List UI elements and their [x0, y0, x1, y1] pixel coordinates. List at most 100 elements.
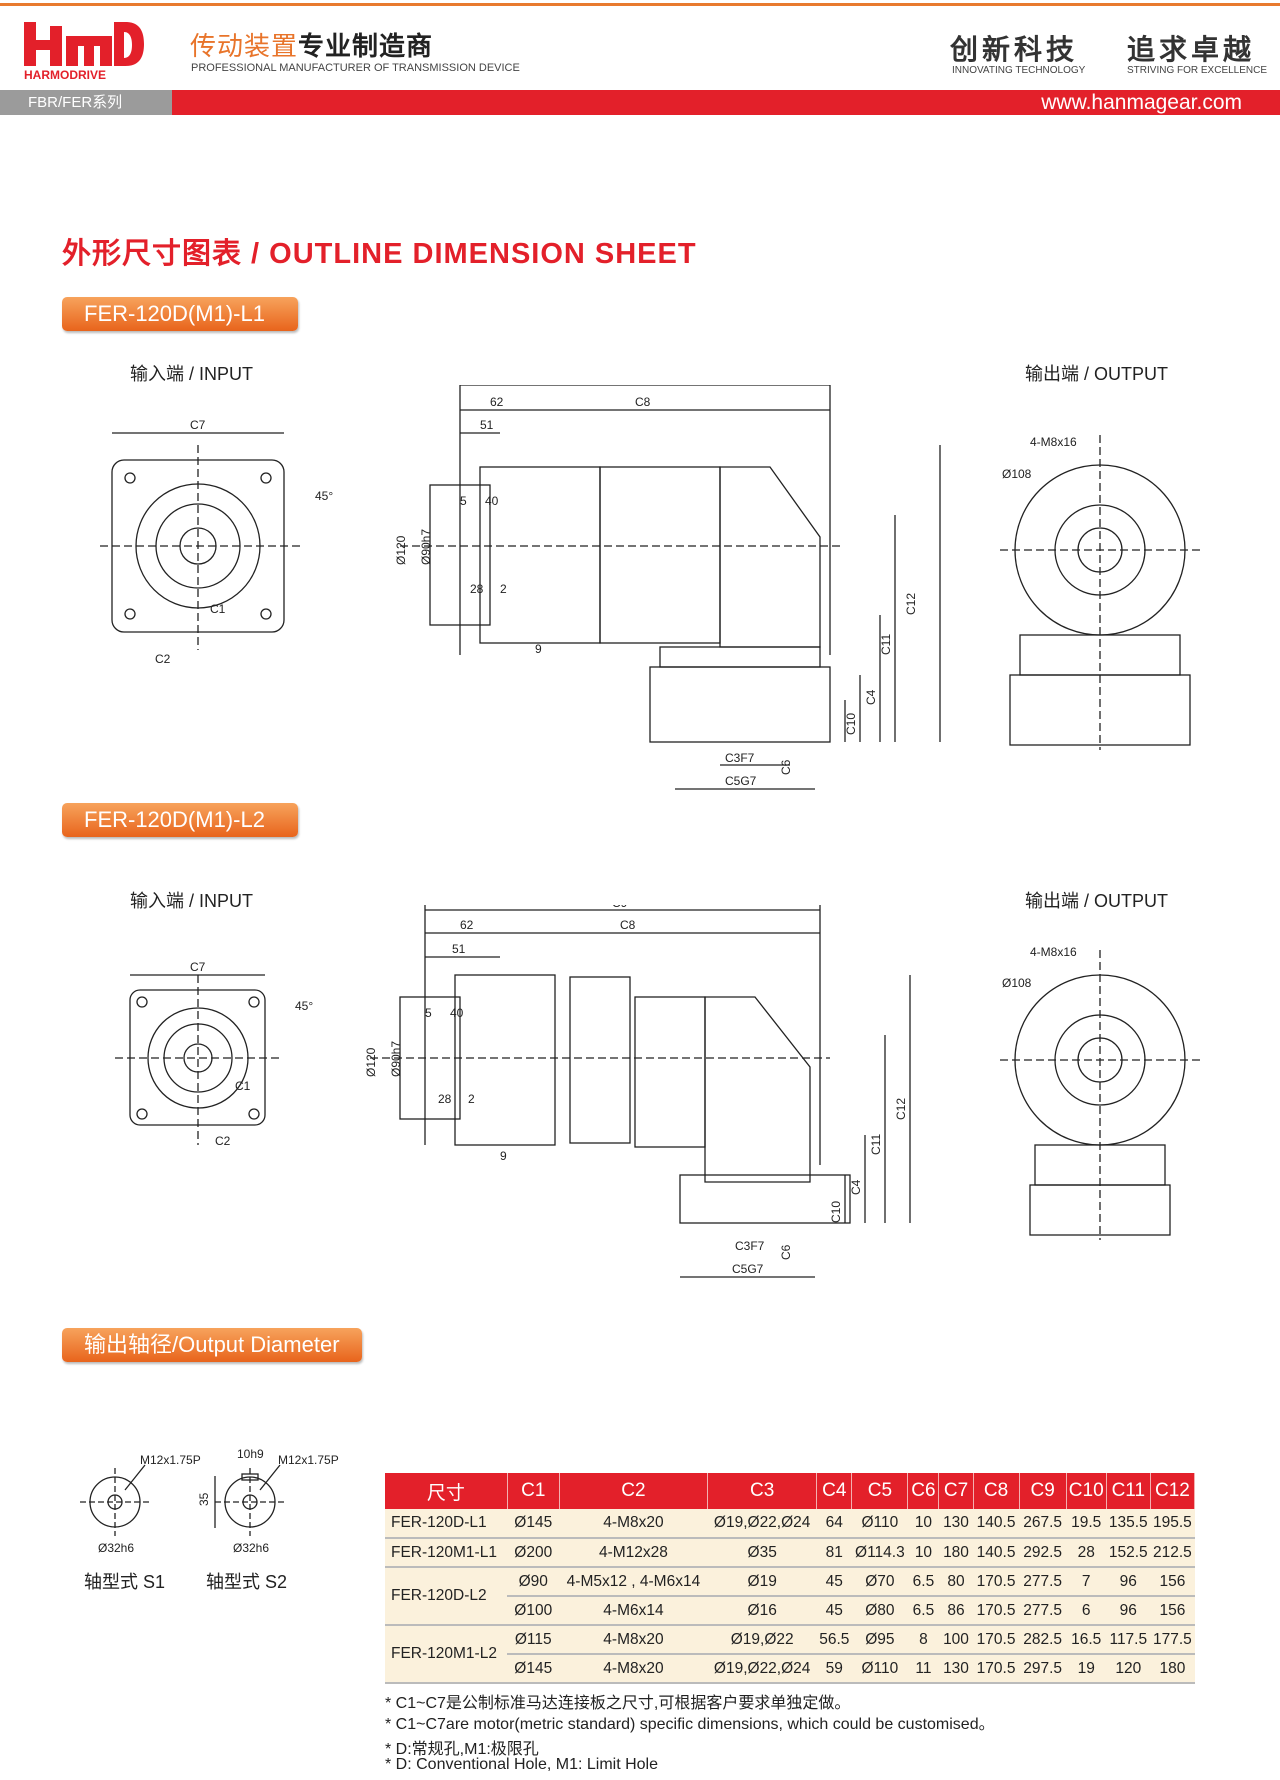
dim-40: 40	[450, 1006, 464, 1020]
column-header: C6	[907, 1473, 940, 1509]
slogan-en: PROFESSIONAL MANUFACTURER OF TRANSMISSIO…	[191, 62, 520, 74]
value-cell: 10	[907, 1538, 939, 1568]
value-cell: 4-M8x20	[559, 1654, 708, 1684]
value-cell: 64	[816, 1509, 852, 1539]
value-cell: 120	[1106, 1654, 1151, 1684]
value-cell: 16.5	[1066, 1625, 1107, 1655]
dim-c3: C3F7	[725, 751, 755, 765]
value-cell: Ø90	[507, 1567, 560, 1597]
dim-5: 5	[460, 494, 467, 508]
note-en-2: * D: Conventional Hole, M1: Limit Hole	[385, 1756, 659, 1773]
column-header: C1	[507, 1473, 560, 1509]
model-cell: FER-120D-L1	[385, 1509, 508, 1539]
value-cell: 86	[938, 1596, 974, 1626]
value-cell: Ø19,Ø22	[707, 1625, 817, 1655]
value-cell: 19.5	[1066, 1509, 1107, 1539]
value-cell: 277.5	[1019, 1596, 1067, 1626]
dim-c8: C8	[620, 918, 636, 932]
website-link[interactable]: www.hanmagear.com	[1041, 91, 1242, 114]
column-header: C8	[973, 1473, 1020, 1509]
dim-c10: C10	[844, 713, 858, 735]
s2-dia: Ø32h6	[233, 1541, 269, 1555]
value-cell: 19	[1066, 1654, 1107, 1684]
value-cell: 212.5	[1150, 1538, 1195, 1568]
dim-62: 62	[460, 918, 474, 932]
column-header: C2	[559, 1473, 709, 1509]
value-cell: 156	[1150, 1567, 1195, 1597]
motto-innovating: 创新科技	[950, 33, 1079, 66]
column-header: C11	[1106, 1473, 1151, 1509]
value-cell: 45	[816, 1596, 852, 1626]
value-cell: 56.5	[816, 1625, 852, 1655]
value-cell: 28	[1066, 1538, 1107, 1568]
page-title: 外形尺寸图表 / OUTLINE DIMENSION SHEET	[62, 238, 697, 270]
value-cell: 195.5	[1150, 1509, 1195, 1539]
dim-c9: C9	[612, 905, 628, 910]
dim-9: 9	[500, 1149, 507, 1163]
value-cell: Ø110	[851, 1509, 908, 1539]
value-cell: 267.5	[1019, 1509, 1067, 1539]
shaft-s2-label: 轴型式 S2	[206, 1572, 288, 1592]
dim-phi120: Ø120	[364, 1047, 378, 1077]
column-header: C9	[1019, 1473, 1067, 1509]
model-cell: FER-120D-L2	[385, 1567, 508, 1626]
value-cell: 6	[1066, 1596, 1107, 1626]
value-cell: 135.5	[1106, 1509, 1151, 1539]
dim-2: 2	[500, 582, 507, 596]
dim-c11: C11	[869, 1134, 883, 1155]
value-cell: 59	[816, 1654, 852, 1684]
value-cell: 81	[816, 1538, 852, 1568]
dim-c2: C2	[155, 652, 171, 666]
value-cell: 96	[1106, 1596, 1151, 1626]
dim-phi120: Ø120	[394, 535, 408, 565]
dim-phi108: Ø108	[1002, 976, 1032, 990]
drawing-l1: C7 C2 C1 45° C9 62 51 C8 5 40 28 2 9 Ø12…	[100, 385, 1200, 790]
value-cell: 6.5	[907, 1596, 939, 1626]
column-header: C12	[1150, 1473, 1196, 1509]
s2-key: 10h9	[237, 1447, 264, 1461]
value-cell: 117.5	[1106, 1625, 1151, 1655]
model-cell: FER-120M1-L2	[385, 1625, 508, 1684]
note-cn-1: * C1~C7是公制标准马达连接板之尺寸,可根据客户要求单独定做。	[385, 1695, 851, 1712]
dim-51: 51	[480, 418, 494, 432]
s2-height: 35	[197, 1492, 211, 1506]
value-cell: 4-M6x14	[559, 1596, 708, 1626]
value-cell: Ø16	[707, 1596, 817, 1626]
dim-holes: 4-M8x16	[1030, 435, 1077, 449]
dim-c3: C3F7	[735, 1239, 765, 1253]
input-label: 输入端 / INPUT	[130, 364, 254, 384]
value-cell: 8	[907, 1625, 939, 1655]
value-cell: 170.5	[973, 1596, 1020, 1626]
dim-c5: C5G7	[725, 774, 757, 788]
section-badge-l2: FER-120D(M1)-L2	[62, 803, 298, 837]
value-cell: 282.5	[1019, 1625, 1067, 1655]
value-cell: Ø19	[707, 1567, 817, 1597]
s1-dia: Ø32h6	[98, 1541, 134, 1555]
dim-phi90: Ø90h7	[419, 529, 433, 565]
dim-c6: C6	[779, 759, 793, 775]
value-cell: 152.5	[1106, 1538, 1151, 1568]
value-cell: 130	[938, 1509, 974, 1539]
value-cell: 177.5	[1150, 1625, 1195, 1655]
dim-c8: C8	[635, 395, 651, 409]
harmodrive-logo: HARMODRIVE	[24, 22, 144, 80]
value-cell: Ø145	[507, 1509, 560, 1539]
note-en-1: * C1~C7are motor(metric standard) specif…	[385, 1716, 995, 1733]
value-cell: Ø100	[507, 1596, 560, 1626]
value-cell: 292.5	[1019, 1538, 1067, 1568]
column-header: C4	[816, 1473, 853, 1509]
dim-40: 40	[485, 494, 499, 508]
value-cell: 170.5	[973, 1654, 1020, 1684]
dim-c7: C7	[190, 960, 206, 974]
svg-text:HARMODRIVE: HARMODRIVE	[24, 68, 106, 80]
output-diameter-badge: 输出轴径/Output Diameter	[62, 1328, 362, 1362]
dim-c12: C12	[904, 593, 918, 615]
dim-phi108: Ø108	[1002, 467, 1032, 481]
value-cell: 180	[1150, 1654, 1195, 1684]
motto-innovating-en: INNOVATING TECHNOLOGY	[952, 65, 1086, 76]
column-header: C3	[707, 1473, 818, 1509]
